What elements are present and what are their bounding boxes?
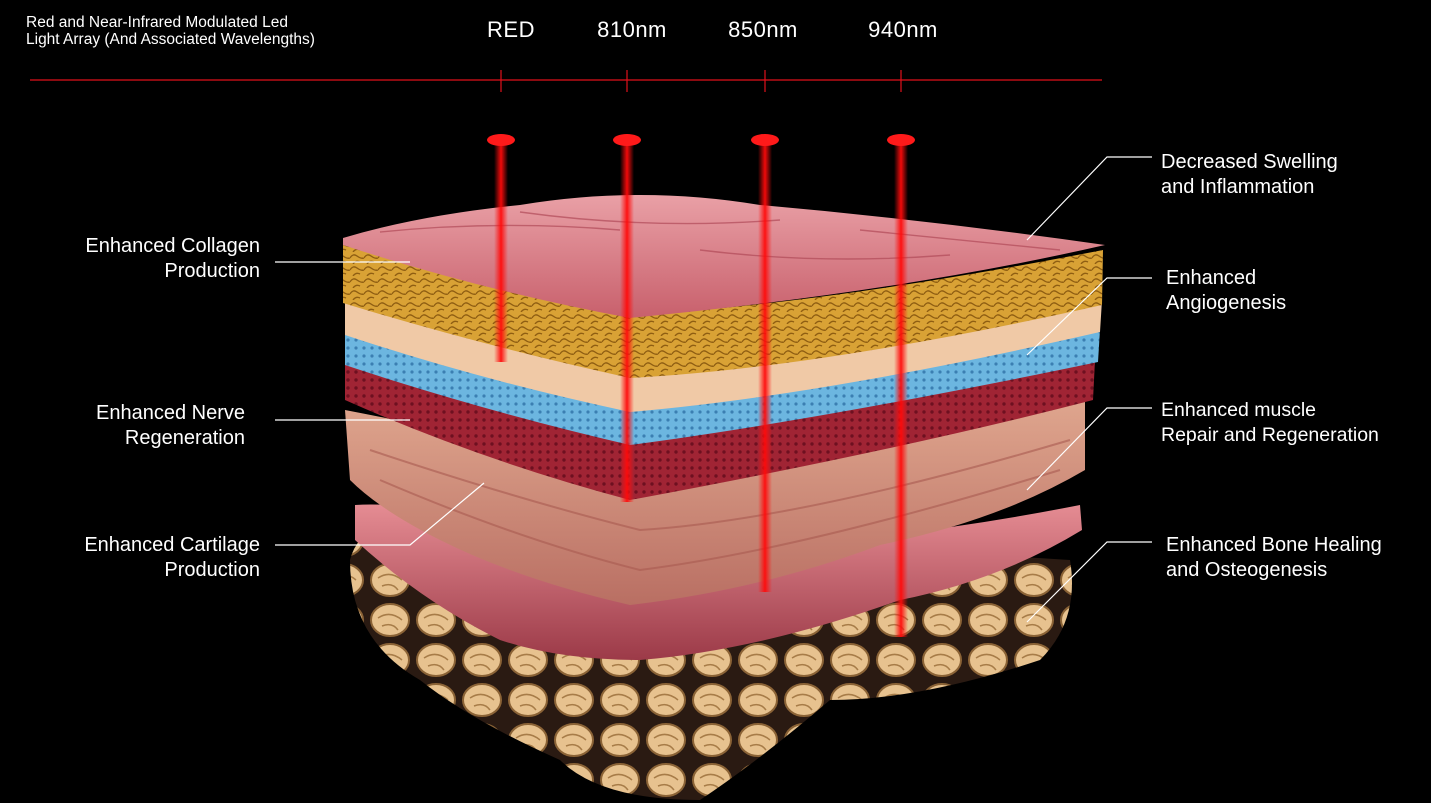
label-angiogenesis-line2: Angiogenesis — [1166, 291, 1286, 316]
led-red — [487, 134, 515, 146]
label-bone: Enhanced Bone Healing and Osteogenesis — [1166, 533, 1382, 583]
beam-940nm — [894, 140, 908, 637]
beam-810nm — [620, 140, 634, 502]
label-bone-line2: and Osteogenesis — [1166, 558, 1382, 583]
label-muscle: Enhanced muscle Repair and Regeneration — [1161, 398, 1379, 448]
led-810nm — [613, 134, 641, 146]
label-collagen-line2: Production — [85, 259, 260, 284]
label-collagen-line1: Enhanced Collagen — [85, 234, 260, 259]
label-swelling: Decreased Swelling and Inflammation — [1161, 150, 1338, 200]
led-850nm — [751, 134, 779, 146]
label-swelling-line2: and Inflammation — [1161, 175, 1338, 200]
label-cartilage: Enhanced Cartilage Production — [84, 533, 260, 583]
led-940nm — [887, 134, 915, 146]
label-cartilage-line1: Enhanced Cartilage — [84, 533, 260, 558]
label-bone-line1: Enhanced Bone Healing — [1166, 533, 1382, 558]
label-muscle-line1: Enhanced muscle — [1161, 398, 1379, 423]
beam-850nm — [758, 140, 772, 592]
label-cartilage-line2: Production — [84, 558, 260, 583]
label-angiogenesis: Enhanced Angiogenesis — [1166, 266, 1286, 316]
label-nerve-line1: Enhanced Nerve — [96, 401, 245, 426]
label-nerve-line2: Regeneration — [96, 426, 245, 451]
label-nerve: Enhanced Nerve Regeneration — [96, 401, 245, 451]
label-collagen: Enhanced Collagen Production — [85, 234, 260, 284]
label-muscle-line2: Repair and Regeneration — [1161, 423, 1379, 448]
label-angiogenesis-line1: Enhanced — [1166, 266, 1286, 291]
beam-red — [494, 140, 508, 362]
label-swelling-line1: Decreased Swelling — [1161, 150, 1338, 175]
leader-swelling — [1027, 157, 1152, 240]
